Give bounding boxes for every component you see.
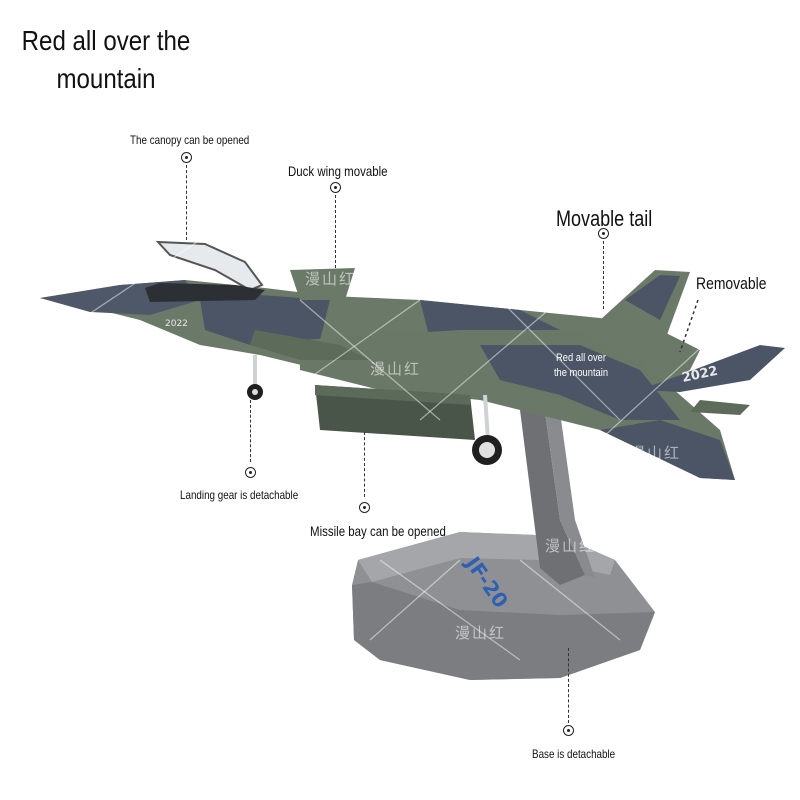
- watermark: 漫山红: [370, 360, 422, 378]
- marker-landing-gear: [245, 467, 256, 478]
- nose-number: 2022: [165, 319, 188, 329]
- tail-number: 2022: [681, 364, 720, 386]
- leader-line-base: [568, 648, 569, 723]
- leader-line-duck-wing: [335, 195, 336, 268]
- marker-base: [563, 725, 574, 736]
- label-movable-tail: Movable tail: [556, 206, 653, 231]
- label-camo-pattern: Red all over the mountain: [553, 352, 609, 379]
- watermark: 漫山红: [305, 270, 357, 288]
- label-duck-wing: Duck wing movable: [288, 163, 388, 179]
- leader-line-canopy: [186, 165, 187, 240]
- label-removable: Removable: [696, 274, 767, 293]
- leader-line-movable-tail: [603, 241, 604, 309]
- label-canopy: The canopy can be opened: [130, 133, 250, 147]
- marker-movable-tail: [598, 228, 609, 239]
- display-stand: [352, 410, 655, 680]
- marker-missile-bay: [359, 502, 370, 513]
- leader-line-landing-gear: [250, 400, 251, 462]
- watermark: 漫山红: [545, 537, 597, 555]
- marker-canopy: [181, 152, 192, 163]
- label-missile-bay: Missile bay can be opened: [310, 523, 446, 539]
- watermark: 漫山红: [630, 444, 682, 462]
- label-base: Base is detachable: [532, 747, 616, 761]
- marker-duck-wing: [330, 182, 341, 193]
- watermark: 漫山红: [455, 624, 507, 642]
- leader-line-missile-bay: [364, 432, 365, 497]
- aircraft-model: [40, 239, 785, 661]
- label-landing-gear: Landing gear is detachable: [180, 488, 299, 502]
- page-title: Red all over the mountain: [21, 25, 191, 94]
